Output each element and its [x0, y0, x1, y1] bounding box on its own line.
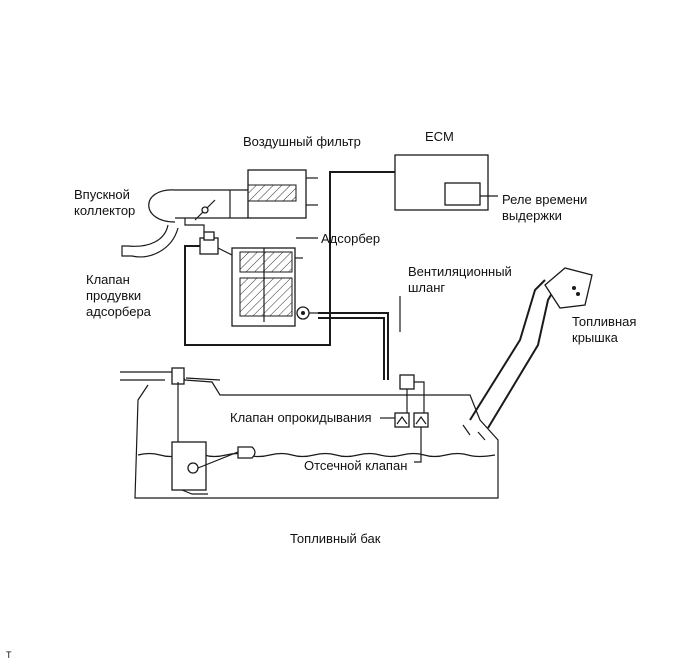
vent-hose: [318, 296, 415, 390]
rollover-valve-label: Клапан опрокидывания: [230, 410, 372, 425]
ecm-wire: [184, 171, 395, 346]
air-filter: [247, 169, 318, 219]
fuel-cap-icon: [544, 267, 593, 309]
intake-manifold-label: Впускной коллектор: [74, 187, 136, 218]
cutoff-valve-label: Отсечной клапан: [304, 458, 408, 473]
vent-hose-label: Вентиляционный шланг: [408, 264, 512, 295]
purge-valve-label: Клапан продувки адсорбера: [86, 272, 151, 319]
timer-relay-box: [444, 182, 481, 206]
air-filter-label: Воздушный фильтр: [243, 134, 361, 149]
purge-valve: [184, 171, 395, 346]
fuel-cap-label: Топливная крышка: [572, 314, 637, 345]
timer-relay-label: Реле времени выдержки: [502, 192, 588, 223]
fuel-tank-body: [120, 367, 499, 499]
intake-manifold: [121, 189, 248, 258]
float: [237, 446, 256, 459]
ecm-label: ECM: [425, 129, 454, 144]
corner-mark: T: [6, 650, 12, 660]
tank-valves: [380, 381, 429, 463]
fuel-tank-label: Топливный бак: [290, 531, 381, 546]
canister-label: Адсорбер: [321, 231, 381, 246]
ecm-unit: [394, 154, 498, 211]
filler-neck: [462, 267, 593, 441]
canister-unit: [217, 237, 322, 327]
